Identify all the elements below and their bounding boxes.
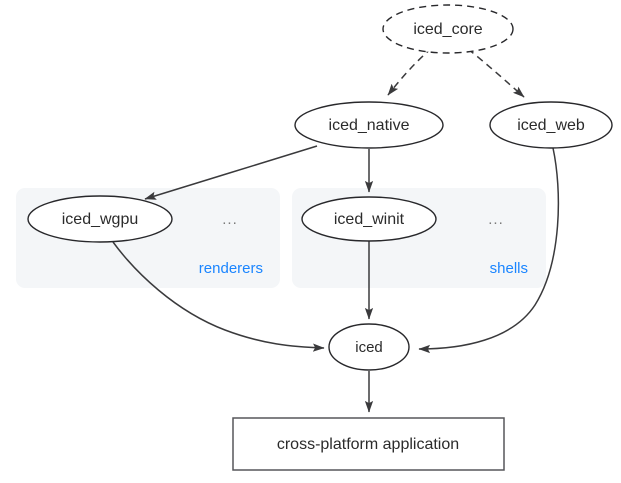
node-iced_core[interactable]: iced_core xyxy=(382,4,514,54)
node-iced_wgpu[interactable]: iced_wgpu xyxy=(27,195,173,243)
edge-iced_core-to-iced_native xyxy=(387,47,433,96)
node-iced-label: iced xyxy=(355,339,383,356)
edge-iced_web-to-iced xyxy=(418,147,560,354)
cluster-renderers-ellipsis: ... xyxy=(222,211,238,228)
node-iced_winit-shape[interactable] xyxy=(301,196,437,242)
node-app-shape[interactable] xyxy=(232,417,505,471)
cluster-shells-label: shells xyxy=(490,260,528,277)
node-iced_native-label: iced_native xyxy=(329,117,410,134)
node-iced-shape[interactable] xyxy=(328,323,410,371)
node-iced_wgpu-label: iced_wgpu xyxy=(62,211,139,228)
node-iced_winit[interactable]: iced_winit xyxy=(301,196,437,242)
node-iced_wgpu-shape[interactable] xyxy=(27,195,173,243)
node-iced_core-label: iced_core xyxy=(413,21,482,38)
node-iced_web[interactable]: iced_web xyxy=(489,101,613,149)
node-app[interactable]: cross-platform application xyxy=(232,417,505,471)
cluster-shells-ellipsis: ... xyxy=(488,211,504,228)
edge-iced_native-to-iced_wgpu xyxy=(144,145,318,200)
edges-layer xyxy=(112,47,560,413)
node-iced_native-shape[interactable] xyxy=(294,101,444,149)
node-iced_core-shape[interactable] xyxy=(382,4,514,54)
edge-iced_core-to-iced_web xyxy=(467,48,525,98)
edge-iced_wgpu-to-iced xyxy=(112,241,325,352)
node-iced[interactable]: iced xyxy=(328,323,410,371)
node-app-label: cross-platform application xyxy=(277,436,459,453)
node-iced_native[interactable]: iced_native xyxy=(294,101,444,149)
node-iced_winit-label: iced_winit xyxy=(334,211,405,228)
node-iced_web-shape[interactable] xyxy=(489,101,613,149)
cluster-renderers-label: renderers xyxy=(199,260,263,277)
node-iced_web-label: iced_web xyxy=(517,117,585,134)
